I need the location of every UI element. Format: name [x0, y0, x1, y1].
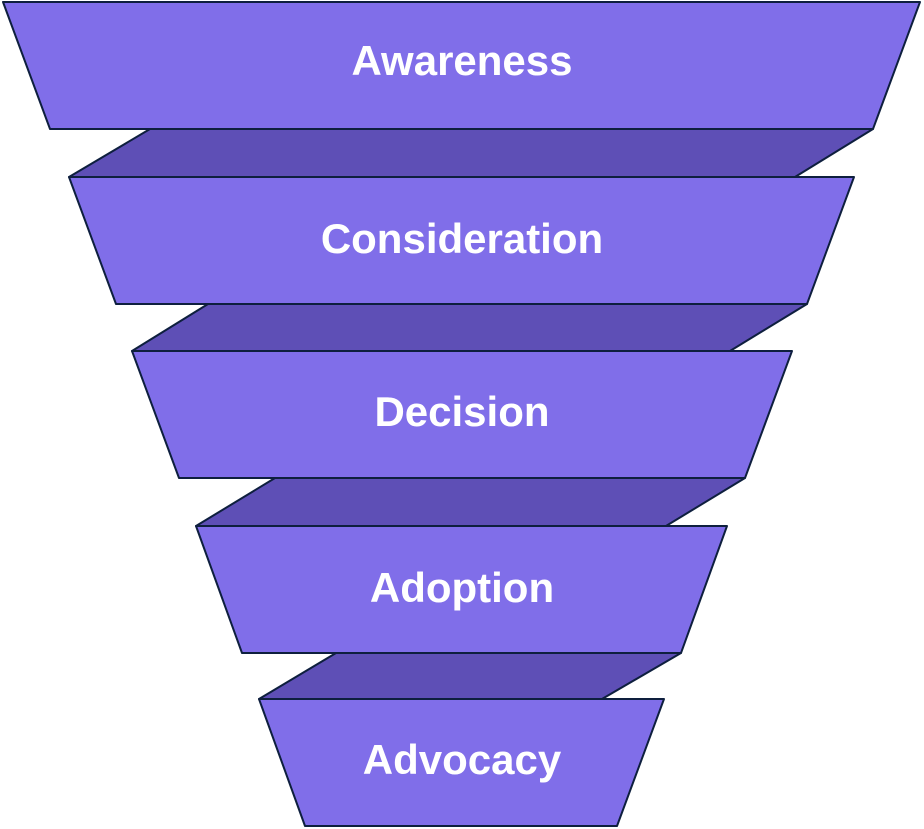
funnel-connector: [195, 477, 746, 527]
stage-label: Decision: [374, 388, 549, 435]
funnel-stage-advocacy: Advocacy: [258, 698, 665, 827]
stage-label: Awareness: [351, 37, 572, 84]
funnel-stage-adoption: Adoption: [195, 525, 728, 654]
stage-label: Adoption: [370, 564, 554, 611]
funnel-stage-awareness: Awareness: [2, 1, 921, 130]
stage-shape: [68, 176, 855, 305]
stage-label: Consideration: [321, 215, 603, 262]
funnel-connector: [258, 652, 682, 700]
funnel-connector: [68, 128, 874, 178]
stage-shape: [2, 1, 921, 130]
stage-shape: [258, 698, 665, 827]
funnel-connector: [131, 303, 808, 352]
funnel-stage-consideration: Consideration: [68, 176, 855, 305]
stage-shape: [195, 525, 728, 654]
stage-shape: [131, 350, 793, 479]
funnel-stage-decision: Decision: [131, 350, 793, 479]
stage-label: Advocacy: [363, 736, 562, 783]
